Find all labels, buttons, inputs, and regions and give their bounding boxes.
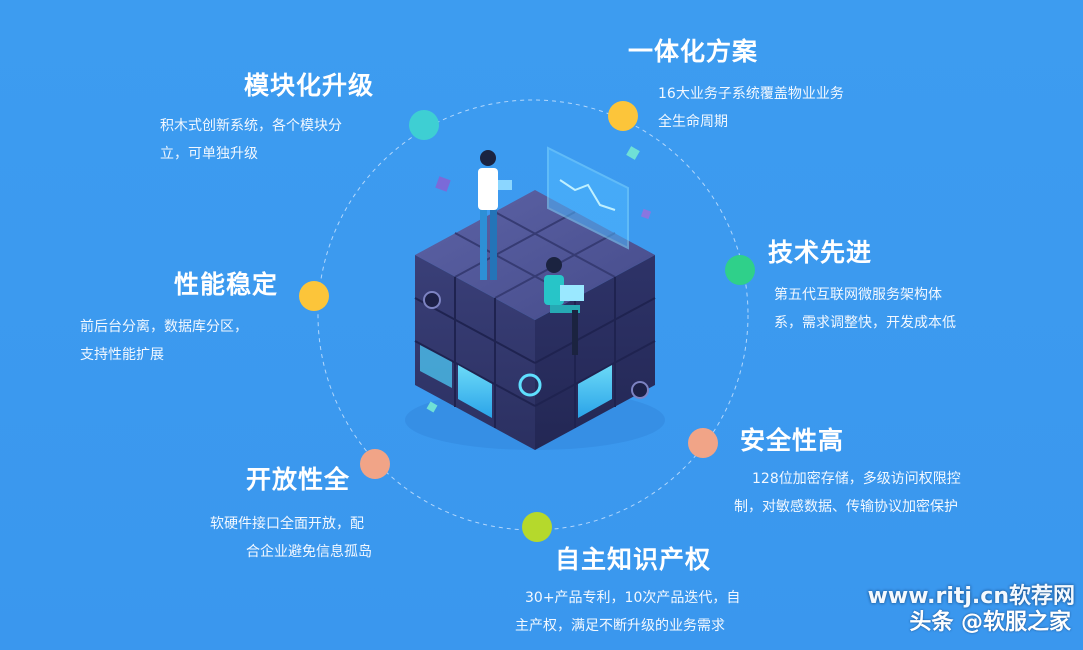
feature-tech: 技术先进 第五代互联网微服务架构体 系，需求调整快，开发成本低 bbox=[768, 233, 1008, 337]
open-dot bbox=[360, 449, 390, 479]
integrated-dot bbox=[608, 101, 638, 131]
feature-security: 安全性高 128位加密存储，多级访问权限控 制，对敏感数据、传输协议加密保护 bbox=[734, 421, 1024, 521]
feature-integrated: 一体化方案 16大业务子系统覆盖物业业务 全生命周期 bbox=[628, 32, 888, 136]
feature-title: 技术先进 bbox=[768, 238, 873, 267]
stable-dot bbox=[299, 281, 329, 311]
watermark-site: www.ritj.cn软荐网 bbox=[867, 584, 1075, 609]
ip-dot bbox=[522, 512, 552, 542]
feature-desc: 16大业务子系统覆盖物业业务 全生命周期 bbox=[658, 86, 844, 130]
feature-desc: 前后台分离，数据库分区， 支持性能扩展 bbox=[80, 319, 248, 363]
feature-desc: 积木式创新系统，各个模块分 立，可单独升级 bbox=[160, 118, 342, 162]
watermark-author: 头条 @软服之家 bbox=[909, 610, 1071, 635]
feature-ip: 自主知识产权 30+产品专利，10次产品迭代，自 主产权，满足不断升级的业务需求 bbox=[515, 540, 795, 640]
feature-title: 自主知识产权 bbox=[555, 545, 712, 574]
feature-open: 开放性全 软硬件接口全面开放，配 合企业避免信息孤岛 bbox=[210, 460, 410, 566]
feature-stable: 性能稳定 前后台分离，数据库分区， 支持性能扩展 bbox=[80, 265, 310, 369]
feature-title: 开放性全 bbox=[246, 465, 351, 494]
feature-title: 安全性高 bbox=[740, 426, 845, 455]
feature-title: 模块化升级 bbox=[244, 71, 375, 100]
feature-desc: 30+产品专利，10次产品迭代，自 主产权，满足不断升级的业务需求 bbox=[515, 590, 741, 634]
tech-dot bbox=[725, 255, 755, 285]
feature-desc: 第五代互联网微服务架构体 系，需求调整快，开发成本低 bbox=[774, 287, 956, 331]
feature-title: 一体化方案 bbox=[628, 37, 759, 66]
security-dot bbox=[688, 428, 718, 458]
feature-title: 性能稳定 bbox=[174, 270, 279, 299]
feature-desc: 128位加密存储，多级访问权限控 制，对敏感数据、传输协议加密保护 bbox=[734, 471, 961, 515]
modular-dot bbox=[409, 110, 439, 140]
feature-desc: 软硬件接口全面开放，配 合企业避免信息孤岛 bbox=[210, 516, 372, 560]
feature-modular: 模块化升级 积木式创新系统，各个模块分 立，可单独升级 bbox=[160, 66, 390, 168]
